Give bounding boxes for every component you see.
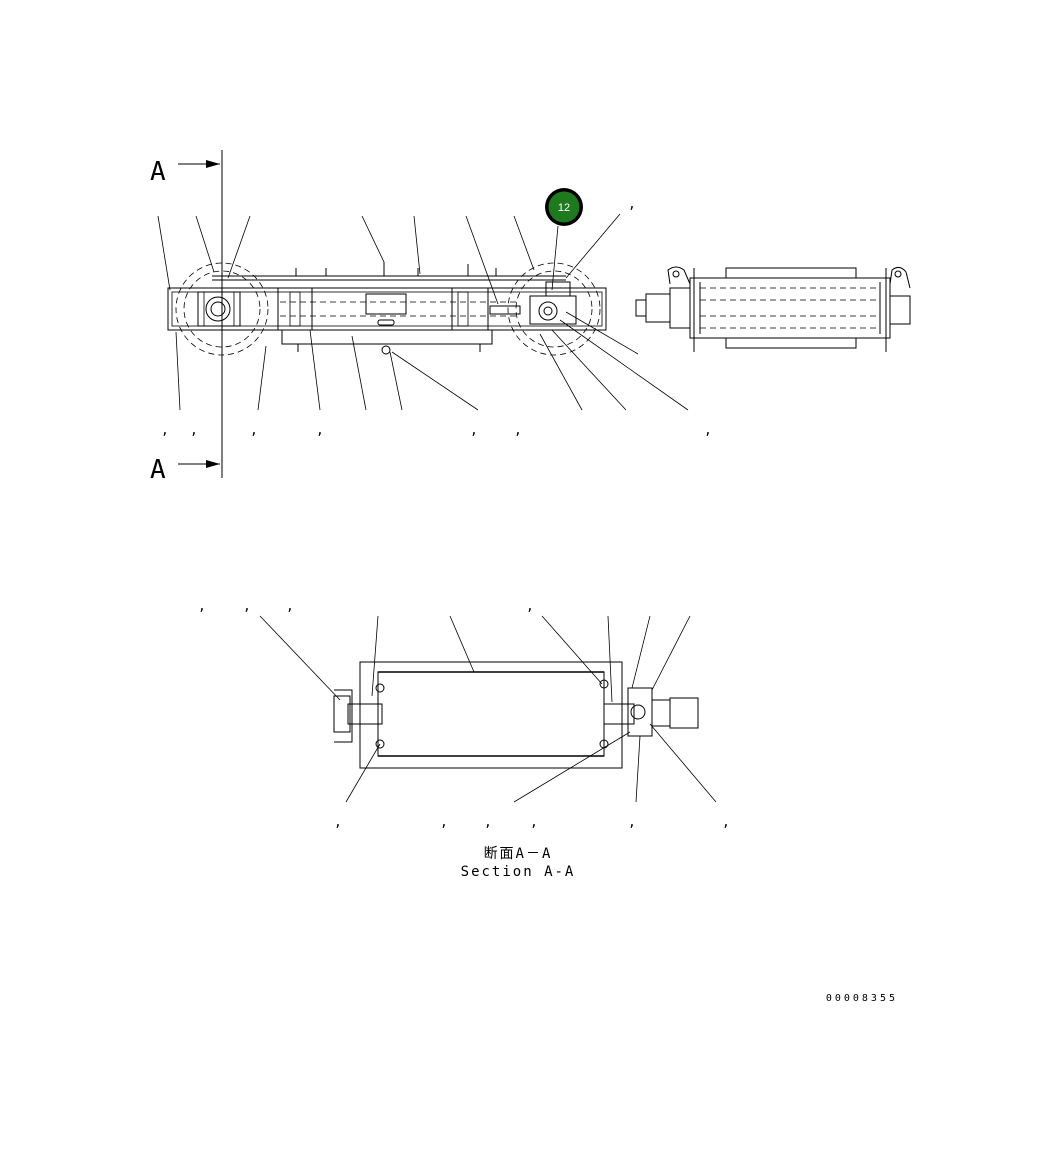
comma: ,: [286, 599, 294, 614]
comma: ,: [243, 599, 251, 614]
section-caption-en: Section A-A: [461, 864, 576, 880]
top-view-label-commas: , , , , , , , ,: [161, 197, 712, 438]
comma: ,: [514, 423, 522, 438]
comma: ,: [722, 815, 730, 830]
section-marker-bottom: A: [150, 455, 166, 485]
comma: ,: [161, 423, 169, 438]
callout-number: 12: [558, 202, 570, 214]
right-pulley: [507, 262, 601, 356]
comma: ,: [250, 423, 258, 438]
left-pulley: [175, 262, 269, 356]
section-view: [333, 661, 699, 769]
comma: ,: [190, 423, 198, 438]
top-view-leaders: [157, 213, 689, 411]
top-view-frame: [167, 262, 607, 355]
comma: ,: [530, 815, 538, 830]
comma: ,: [704, 423, 712, 438]
comma: ,: [628, 197, 636, 212]
section-marker-top: A: [150, 157, 166, 187]
section-view-label-commas: , , , , , , , , , ,: [198, 599, 730, 830]
comma: ,: [440, 815, 448, 830]
side-view: [635, 266, 911, 352]
callout-badge-12[interactable]: 12: [545, 188, 583, 226]
comma: ,: [470, 423, 478, 438]
comma: ,: [316, 423, 324, 438]
section-caption-jp: 断面A－A: [484, 846, 553, 862]
section-view-leaders: [259, 615, 717, 803]
document-number: 00008355: [826, 993, 898, 1004]
comma: ,: [484, 815, 492, 830]
comma: ,: [526, 599, 534, 614]
section-cut-line: [178, 150, 223, 478]
comma: ,: [628, 815, 636, 830]
comma: ,: [334, 815, 342, 830]
comma: ,: [198, 599, 206, 614]
